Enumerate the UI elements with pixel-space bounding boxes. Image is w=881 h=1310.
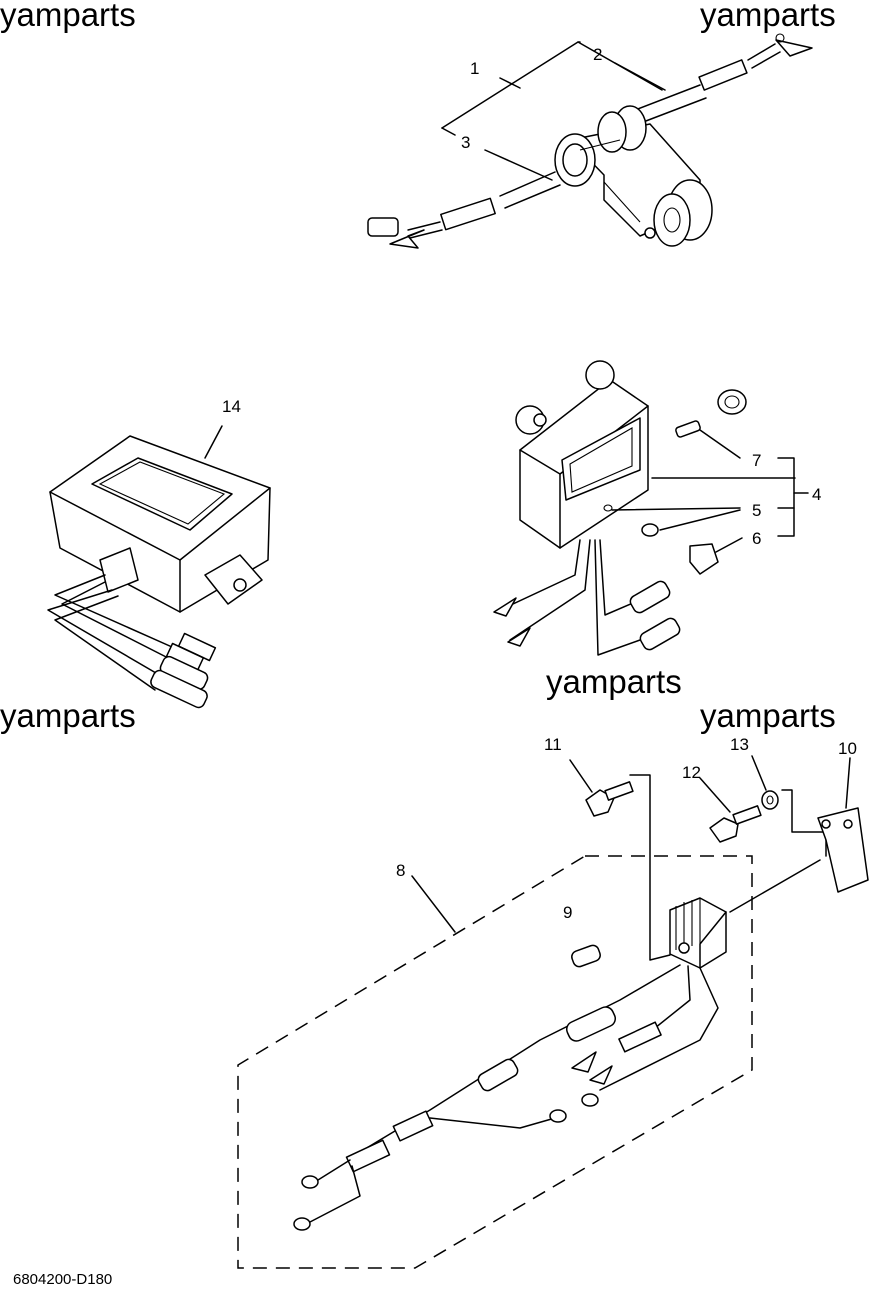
callout-6: 6: [752, 529, 761, 548]
callout-1: 1: [470, 59, 479, 78]
callout-10: 10: [838, 739, 857, 758]
part-14-module: [47, 425, 271, 709]
callout-5: 5: [752, 501, 761, 520]
callout-2: 2: [593, 45, 602, 64]
callout-13: 13: [730, 735, 749, 754]
callout-4: 4: [812, 485, 821, 504]
callout-9: 9: [563, 903, 572, 922]
part-8-assembly: [237, 755, 869, 1269]
watermark-left: yamparts: [0, 697, 136, 734]
callout-14: 14: [222, 397, 241, 416]
watermark-top-right: yamparts: [700, 0, 836, 33]
trim-sender-assembly: [367, 33, 813, 249]
callout-3: 3: [461, 133, 470, 152]
callout-7: 7: [752, 451, 761, 470]
watermark-top-left: yamparts: [0, 0, 136, 33]
watermark-right: yamparts: [700, 697, 836, 734]
callout-8: 8: [396, 861, 405, 880]
diagram-code: 6804200-D180: [13, 1271, 112, 1288]
callout-11: 11: [544, 735, 562, 754]
callout-12: 12: [682, 763, 701, 782]
watermark-center: yamparts: [546, 663, 682, 700]
part-4-module: [493, 360, 809, 656]
